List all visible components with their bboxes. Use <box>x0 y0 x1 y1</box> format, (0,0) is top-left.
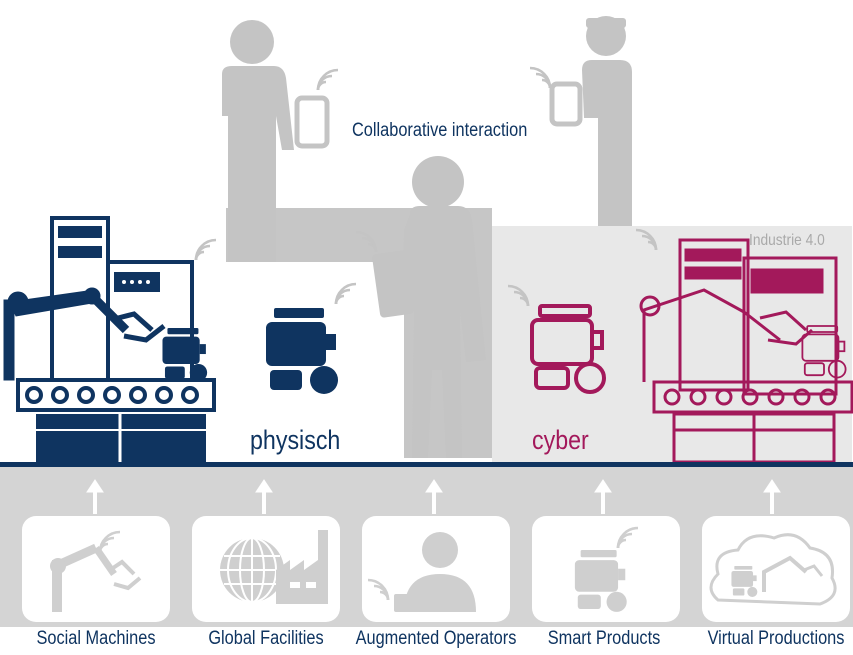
up-arrow <box>425 479 443 514</box>
operator-icon <box>394 532 476 612</box>
background-platforms <box>226 208 852 466</box>
divider-line <box>0 462 853 467</box>
globe-factory-icon <box>220 530 328 604</box>
wifi-icon <box>194 238 218 262</box>
category-label-global-facilities: Global Facilities <box>208 628 324 649</box>
cyber-label: cyber <box>532 425 589 455</box>
cloud-production-icon <box>709 533 837 606</box>
up-arrow <box>255 479 273 514</box>
physisch-label: physisch <box>250 425 341 455</box>
up-arrow <box>594 479 612 514</box>
category-label-smart-products: Smart Products <box>547 628 661 649</box>
wifi-icon <box>528 66 552 90</box>
up-arrow <box>86 479 104 514</box>
robot-arm-icon <box>50 543 142 612</box>
worker-with-cap <box>549 16 632 226</box>
category-label-social-machines: Social Machines <box>36 628 156 649</box>
industrie-label: Industrie 4.0 <box>749 232 825 249</box>
person-with-tablet <box>222 20 330 262</box>
category-label-augmented-operators: Augmented Operators <box>355 628 517 649</box>
collaborative-interaction-label: Collaborative interaction <box>352 120 528 141</box>
woman-with-clipboard <box>372 156 486 458</box>
category-box-social-machines <box>22 516 170 622</box>
wifi-icon <box>316 68 340 92</box>
category-label-virtual-productions: Virtual Productions <box>707 628 845 649</box>
up-arrow <box>763 479 781 514</box>
physical-production-cell <box>3 216 216 462</box>
category-box-virtual-productions <box>702 516 850 622</box>
up-arrows <box>86 479 781 514</box>
cyber-production-cell <box>639 238 853 464</box>
